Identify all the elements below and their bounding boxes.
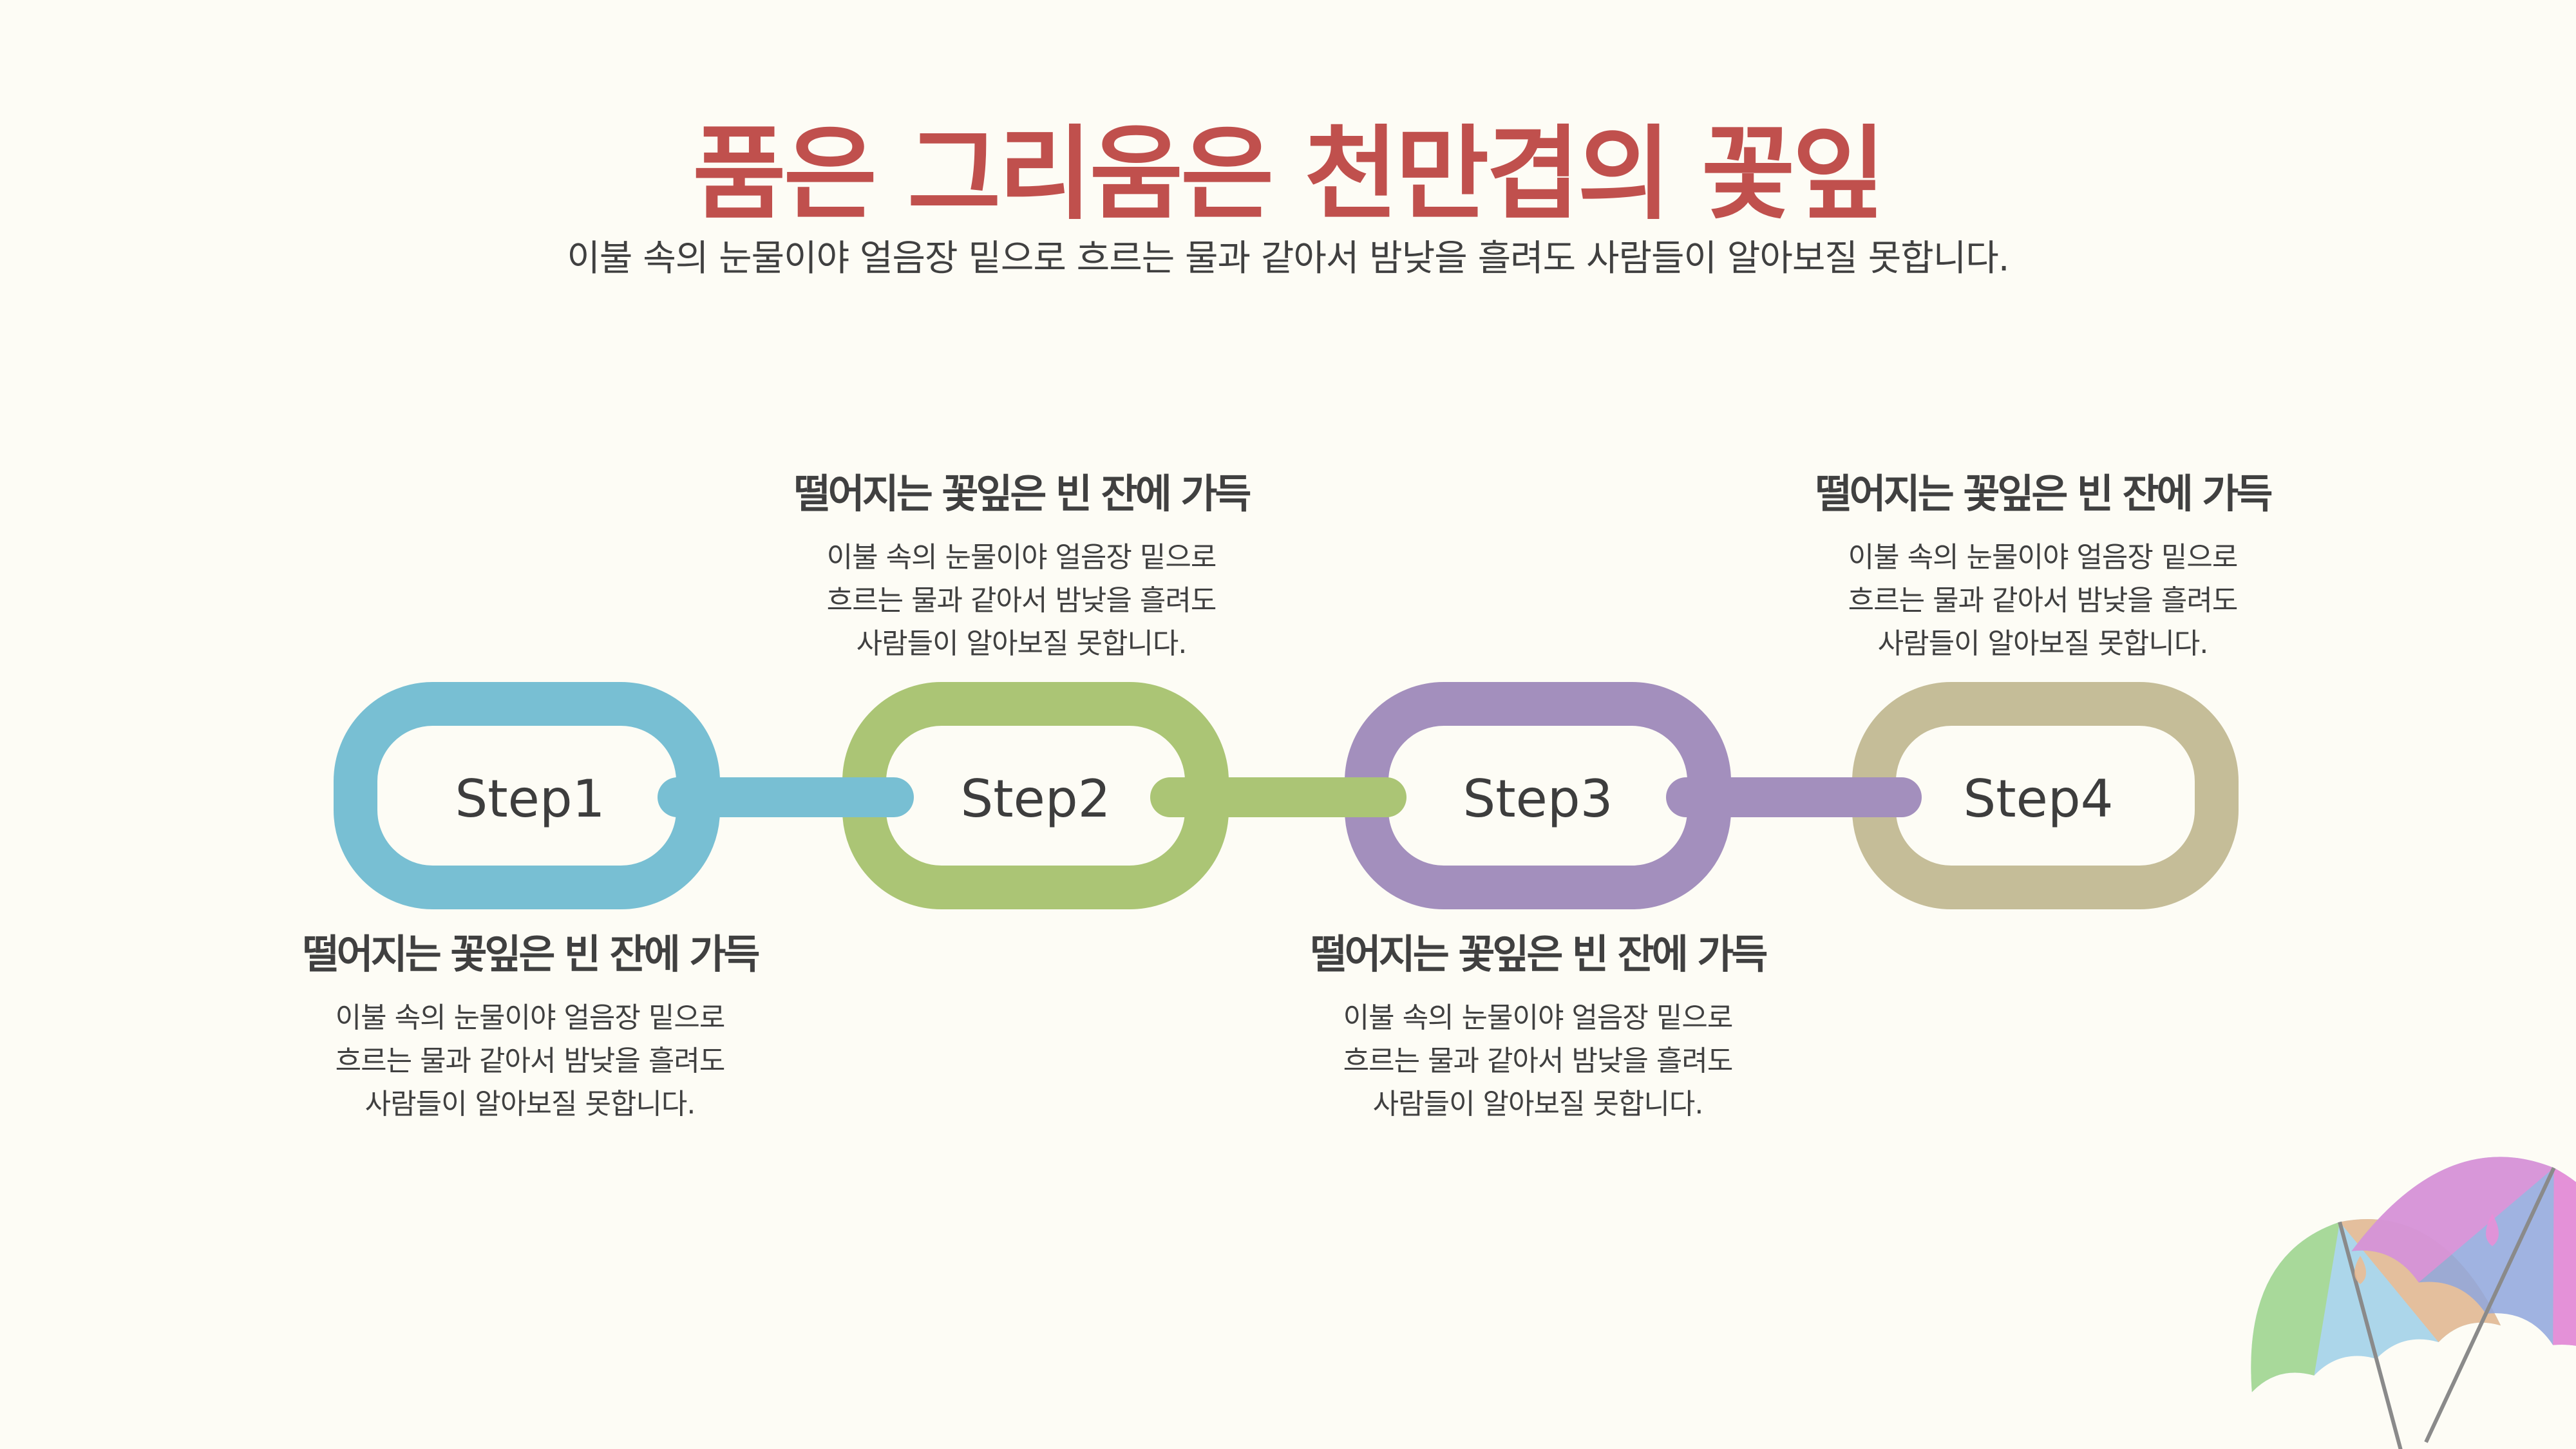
page-title: 품은 그리움은 천만겹의 꽃잎 <box>692 115 1886 234</box>
step4-heading: 떨어지는 꽃잎은 빈 잔에 가득 <box>1815 470 2273 517</box>
step1-text: 떨어지는 꽃잎은 빈 잔에 가득 이불 속의 눈물이야 얼음장 밑으로 흐르는 … <box>298 931 762 1126</box>
step4-desc-line: 이불 속의 눈물이야 얼음장 밑으로 <box>1848 541 2239 574</box>
step3-label: Step3 <box>1463 769 1613 829</box>
umbrella-icon <box>2251 1157 2576 1449</box>
step2-text: 떨어지는 꽃잎은 빈 잔에 가득 이불 속의 눈물이야 얼음장 밑으로 흐르는 … <box>790 470 1253 665</box>
step3-desc: 이불 속의 눈물이야 얼음장 밑으로 흐르는 물과 같아서 밤낮을 흘려도 사람… <box>1306 996 1770 1126</box>
step1-desc-line: 사람들이 알아보질 못합니다. <box>365 1088 696 1121</box>
step3-desc-line: 흐르는 물과 같아서 밤낮을 흘려도 <box>1343 1045 1734 1078</box>
step1-heading: 떨어지는 꽃잎은 빈 잔에 가득 <box>302 931 761 978</box>
step1-desc: 이불 속의 눈물이야 얼음장 밑으로 흐르는 물과 같아서 밤낮을 흘려도 사람… <box>298 996 762 1126</box>
step2-label: Step2 <box>960 769 1110 829</box>
step4-desc: 이불 속의 눈물이야 얼음장 밑으로 흐르는 물과 같아서 밤낮을 흘려도 사람… <box>1811 536 2275 665</box>
step1-desc-line: 이불 속의 눈물이야 얼음장 밑으로 <box>335 1001 726 1035</box>
page-subtitle: 이불 속의 눈물이야 얼음장 밑으로 흐르는 물과 같아서 밤낮을 흘려도 사람… <box>567 238 2009 279</box>
step4-desc-line: 흐르는 물과 같아서 밤낮을 흘려도 <box>1848 584 2239 618</box>
step4-text: 떨어지는 꽃잎은 빈 잔에 가득 이불 속의 눈물이야 얼음장 밑으로 흐르는 … <box>1811 470 2275 665</box>
step4-label: Step4 <box>1963 769 2113 829</box>
step3-desc-line: 이불 속의 눈물이야 얼음장 밑으로 <box>1343 1001 1734 1035</box>
step1-desc-line: 흐르는 물과 같아서 밤낮을 흘려도 <box>335 1045 726 1078</box>
step4-desc-line: 사람들이 알아보질 못합니다. <box>1877 627 2209 661</box>
step2-desc-line: 흐르는 물과 같아서 밤낮을 흘려도 <box>826 584 1217 618</box>
step1-label: Step1 <box>455 769 605 829</box>
step3-text: 떨어지는 꽃잎은 빈 잔에 가득 이불 속의 눈물이야 얼음장 밑으로 흐르는 … <box>1306 931 1770 1126</box>
step2-desc-line: 이불 속의 눈물이야 얼음장 밑으로 <box>826 541 1217 574</box>
step2-desc: 이불 속의 눈물이야 얼음장 밑으로 흐르는 물과 같아서 밤낮을 흘려도 사람… <box>790 536 1253 665</box>
step2-desc-line: 사람들이 알아보질 못합니다. <box>856 627 1188 661</box>
step3-desc-line: 사람들이 알아보질 못합니다. <box>1372 1088 1704 1121</box>
step2-heading: 떨어지는 꽃잎은 빈 잔에 가득 <box>793 470 1252 517</box>
step3-heading: 떨어지는 꽃잎은 빈 잔에 가득 <box>1310 931 1768 978</box>
